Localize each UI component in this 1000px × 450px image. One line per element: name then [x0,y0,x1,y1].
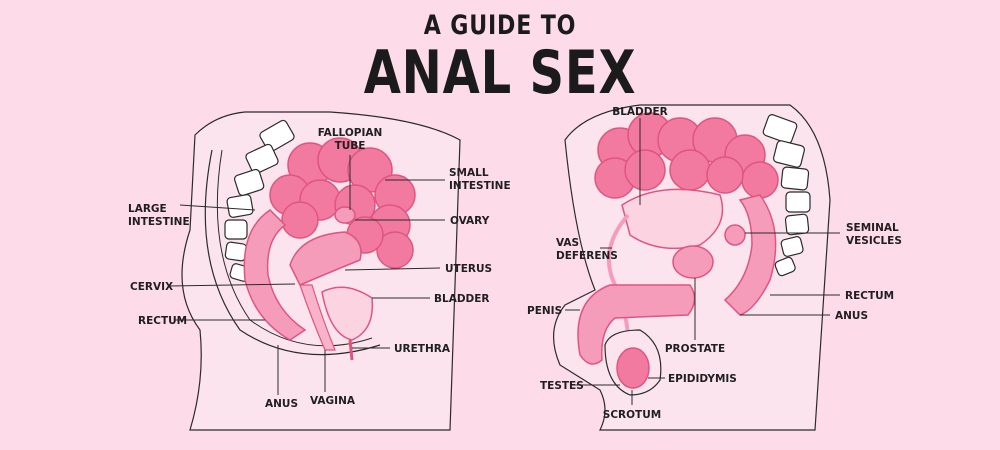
label-cervix: CERVIX [130,281,173,293]
label-vas-2: DEFERENS [556,250,618,262]
label-anus-f: ANUS [265,398,298,410]
female-small-intestine [269,137,416,269]
female-bladder [321,286,374,341]
female-ovary [334,206,356,224]
label-small-2: INTESTINE [449,180,511,192]
label-seminal-2: VESICLES [846,235,902,247]
labels: FALLOPIAN TUBE SMALL INTESTINE LARGE INT… [128,106,902,421]
label-large-2: INTESTINE [128,216,190,228]
label-fallopian-2: TUBE [335,140,366,152]
label-ovary: OVARY [450,215,490,227]
label-vagina: VAGINA [310,395,356,407]
label-prostate: PROSTATE [665,343,725,355]
leader-lines [169,118,840,405]
title-line-2: ANAL SEX [363,38,637,108]
female-diagram [181,111,461,431]
male-spine [762,114,811,277]
male-seminal-vesicles [724,224,746,246]
label-rectum-m: RECTUM [845,290,894,302]
label-rectum-f: RECTUM [138,315,187,327]
label-testes: TESTES [540,380,584,392]
male-diagram [552,104,831,431]
female-vagina [299,284,336,351]
label-uterus: UTERUS [445,263,492,275]
label-urethra: URETHRA [394,343,451,355]
title-line-1: A GUIDE TO [423,10,577,41]
female-large-intestine [243,209,307,341]
female-uterus [289,231,362,286]
male-bladder [621,188,724,250]
male-prostate [672,245,714,279]
label-bladder-m: BLADDER [612,106,668,118]
female-urethra [348,339,354,361]
label-epididymis: EPIDIDYMIS [668,373,737,385]
male-testes [616,347,650,389]
male-penis [577,284,696,365]
female-spine [224,119,295,282]
label-bladder-f: BLADDER [434,293,490,305]
label-large: LARGE [128,203,167,215]
label-anus-m: ANUS [835,310,868,322]
label-penis: PENIS [527,305,562,317]
label-scrotum: SCROTUM [603,409,661,421]
male-rectum [723,194,777,316]
label-small: SMALL [449,167,489,179]
male-small-intestine [594,112,779,199]
label-fallopian: FALLOPIAN [318,127,383,139]
label-seminal: SEMINAL [846,222,899,234]
label-vas: VAS [556,237,579,249]
